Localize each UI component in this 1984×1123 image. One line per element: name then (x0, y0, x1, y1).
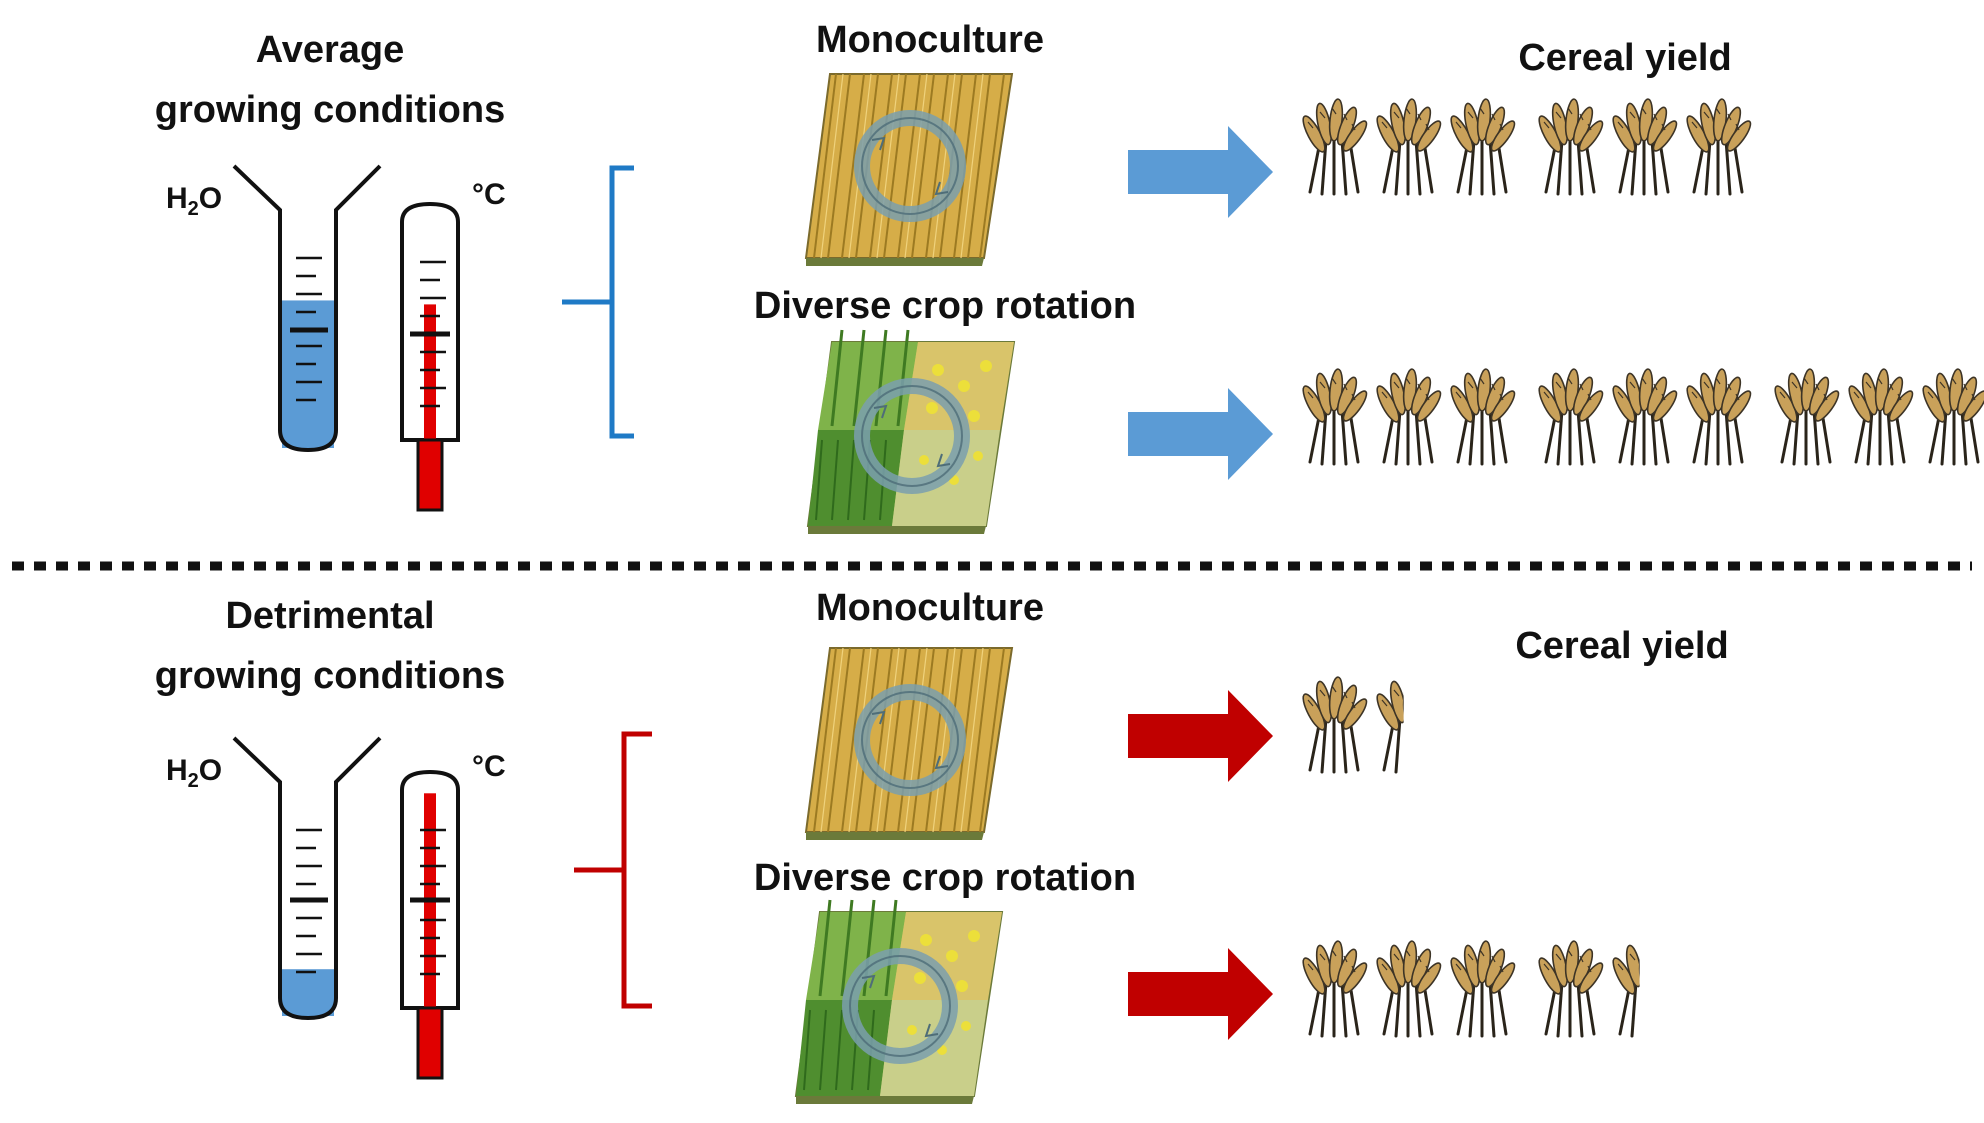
panel-average: Average growing conditions H2O °C (155, 19, 1984, 534)
wheat-bundle-icon (1371, 96, 1446, 196)
diverse-rotation-title: Diverse crop rotation (754, 285, 1136, 327)
temperature-unit-label: °C (472, 178, 506, 211)
graduated-cylinder-icon (232, 164, 382, 453)
right-arrow-icon (1128, 126, 1273, 218)
wheat-bundle-icon (1297, 674, 1372, 774)
yield-title: Cereal yield (1518, 37, 1731, 79)
diverse-rotation-title: Diverse crop rotation (754, 857, 1136, 899)
yield-bundles (1297, 938, 1640, 1038)
h2o-label: H2O (166, 182, 222, 220)
condition-title-line1: Average (256, 29, 405, 71)
thermometer-icon (400, 769, 460, 1080)
wheat-bundle-icon (1371, 366, 1446, 466)
wheat-bundle-icon (1533, 96, 1608, 196)
condition-title-line1: Detrimental (225, 595, 434, 637)
temperature-unit-label: °C (472, 750, 506, 783)
water-fill (282, 969, 334, 1016)
condition-title-line2: growing conditions (155, 89, 505, 131)
wheat-bundle-icon (1371, 938, 1446, 1038)
wheat-bundle-icon (1445, 938, 1520, 1038)
monoculture-field-icon (806, 648, 1012, 840)
wheat-bundle-icon (1917, 366, 1984, 466)
h2o-label: H2O (166, 754, 222, 792)
yield-title: Cereal yield (1515, 625, 1728, 667)
wheat-bundle-icon (1445, 96, 1520, 196)
water-fill (282, 300, 334, 448)
wheat-bundle-icon (1607, 96, 1682, 196)
monoculture-title: Monoculture (816, 19, 1044, 61)
diverse-rotation-field-icon (796, 900, 1002, 1104)
bracket (574, 731, 652, 1009)
bracket (562, 165, 634, 439)
wheat-bundle-icon (1297, 96, 1372, 196)
yield-bundles (1297, 366, 1984, 466)
diverse-rotation-field-icon (808, 330, 1014, 534)
wheat-bundle-icon (1607, 366, 1682, 466)
right-arrow-icon (1128, 690, 1273, 782)
wheat-bundle-icon (1297, 938, 1372, 1038)
wheat-bundle-icon (1445, 366, 1520, 466)
monoculture-title: Monoculture (816, 587, 1044, 629)
yield-bundles (1297, 96, 1756, 196)
wheat-bundle-icon (1533, 366, 1608, 466)
graduated-cylinder-icon (232, 736, 382, 1021)
wheat-bundle-icon (1681, 96, 1756, 196)
thermometer-fill (424, 304, 436, 442)
thermometer-icon (400, 201, 460, 512)
right-arrow-icon (1128, 388, 1273, 480)
wheat-bundle-icon (1843, 366, 1918, 466)
yield-bundles (1297, 674, 1404, 774)
condition-title-line2: growing conditions (155, 655, 505, 697)
wheat-bundle-icon (1533, 938, 1608, 1038)
wheat-bundle-icon (1607, 938, 1640, 1038)
panel-detrimental: Detrimental growing conditions H2O °C (155, 587, 1729, 1104)
wheat-bundle-icon (1769, 366, 1844, 466)
wheat-bundle-icon (1681, 366, 1756, 466)
wheat-bundle-icon (1297, 366, 1372, 466)
monoculture-field-icon (806, 74, 1012, 266)
right-arrow-icon (1128, 948, 1273, 1040)
wheat-bundle-icon (1371, 674, 1404, 774)
